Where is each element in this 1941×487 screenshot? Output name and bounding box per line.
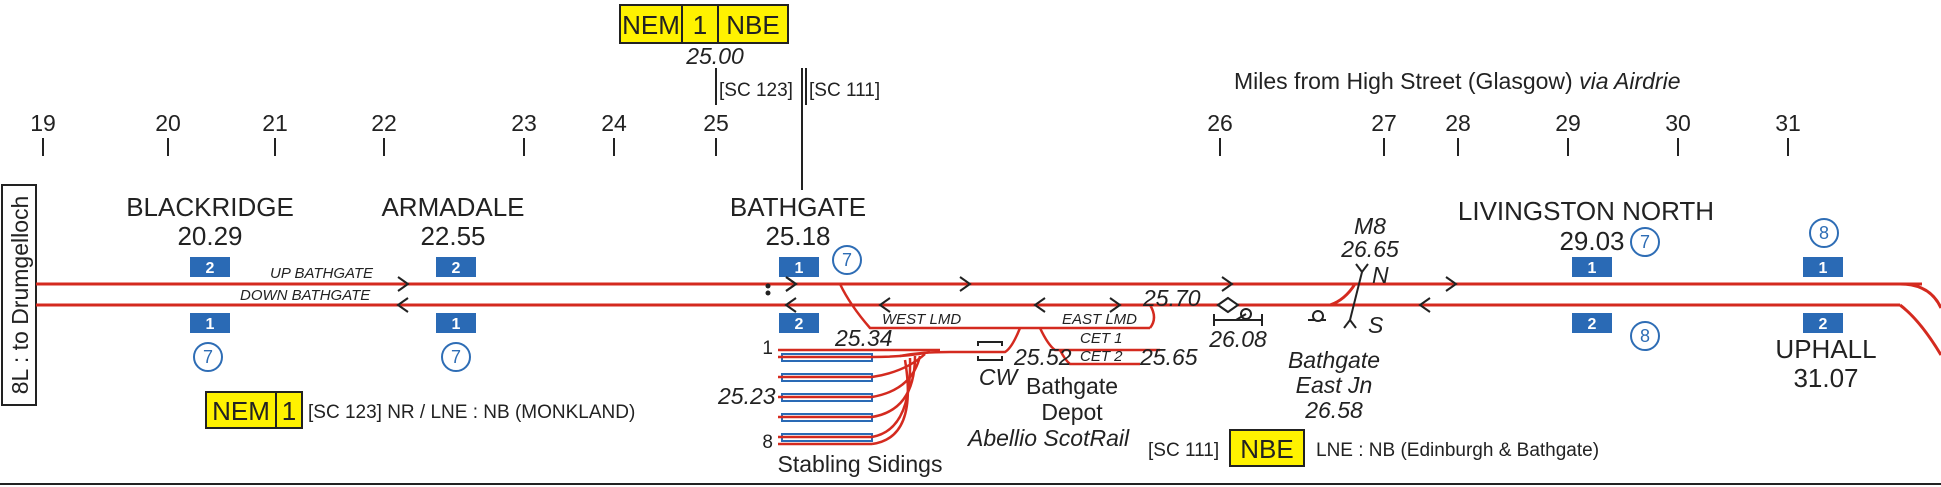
platform-number: 2 xyxy=(206,260,215,277)
platform-number: 2 xyxy=(1819,316,1828,333)
milepost-22: 22 xyxy=(371,110,397,136)
boundary-ref-right: [SC 111] xyxy=(809,80,880,101)
mileage-25-70: 25.70 xyxy=(1142,285,1201,311)
station-blackridge: BLACKRIDGE 20.29 2 1 7 xyxy=(126,192,294,372)
platform-number: 1 xyxy=(1588,260,1597,277)
station-mileage: 25.18 xyxy=(765,221,830,251)
west-lmd-label: WEST LMD xyxy=(882,311,961,328)
milepost-27: 27 xyxy=(1371,110,1397,136)
junction-name-line1: Bathgate xyxy=(1288,347,1380,373)
siding-number-last: 8 xyxy=(762,432,773,453)
milepost-21: 21 xyxy=(262,110,288,136)
carriage-wash-label: CW xyxy=(979,364,1020,390)
m8-mileage: 26.65 xyxy=(1340,236,1399,262)
mileage-25-52: 25.52 xyxy=(1013,344,1072,370)
legend-west: NEM 1 [SC 123] NR / LNE : NB (MONKLAND) xyxy=(205,391,635,429)
legend-west-text: [SC 123] NR / LNE : NB (MONKLAND) xyxy=(308,402,635,423)
running-lines xyxy=(36,282,1941,356)
m8-label: M8 xyxy=(1354,213,1386,239)
platform-number: 1 xyxy=(452,316,461,333)
stabling-sidings-label: Stabling Sidings xyxy=(778,451,943,477)
operator-label: Abellio ScotRail xyxy=(966,425,1130,451)
station-mileage: 31.07 xyxy=(1793,363,1858,393)
legend-box-nbe: NBE xyxy=(1240,434,1293,464)
legend-east-ref: [SC 111] xyxy=(1148,440,1219,461)
station-bathgate: BATHGATE 25.18 1 2 7 xyxy=(730,192,866,333)
line-label-up: UP BATHGATE xyxy=(270,265,374,282)
depot-word: Depot xyxy=(1041,399,1103,425)
platform-number: 1 xyxy=(795,260,804,277)
legend-box-nem: NEM xyxy=(212,396,270,426)
car-length: 7 xyxy=(203,347,213,367)
milepost-31: 31 xyxy=(1775,110,1801,136)
milepost-28: 28 xyxy=(1445,110,1471,136)
milepost-30: 30 xyxy=(1665,110,1691,136)
platform-number: 2 xyxy=(452,260,461,277)
platform-number: 2 xyxy=(795,316,804,333)
milepost-20: 20 xyxy=(155,110,181,136)
station-mileage: 29.03 xyxy=(1559,226,1624,256)
station-mileage: 20.29 xyxy=(177,221,242,251)
station-armadale: ARMADALE 22.55 2 1 7 xyxy=(381,192,525,372)
junction-name-line2: East Jn xyxy=(1296,372,1373,398)
car-length: 7 xyxy=(451,347,461,367)
cet1-label: CET 1 xyxy=(1080,330,1123,347)
line-label-down: DOWN BATHGATE xyxy=(240,287,371,304)
milepost-header: Miles from High Street (Glasgow) via Air… xyxy=(1234,68,1681,94)
station-livingston-north: LIVINGSTON NORTH 29.03 7 1 2 8 xyxy=(1458,196,1714,351)
mileage-25-23: 25.23 xyxy=(717,383,776,409)
station-name: BATHGATE xyxy=(730,192,866,222)
platform-number: 1 xyxy=(1819,260,1828,277)
depot-name: Bathgate xyxy=(1026,373,1118,399)
elr-box-nbe: NBE xyxy=(726,10,779,40)
crossover-26-08 xyxy=(1213,296,1263,326)
left-edge-label: 8L : to Drumgelloch xyxy=(1,184,37,406)
car-length: 7 xyxy=(1640,232,1650,252)
junction-mileage: 26.58 xyxy=(1304,397,1363,423)
milepost-24: 24 xyxy=(601,110,627,136)
car-length: 7 xyxy=(842,250,852,270)
car-length: 8 xyxy=(1640,326,1650,346)
mileage-25-34: 25.34 xyxy=(834,325,893,351)
station-name: UPHALL xyxy=(1775,334,1876,364)
station-name: ARMADALE xyxy=(381,192,524,222)
milepost-labels: 19 20 21 22 23 24 25 26 27 28 29 30 31 xyxy=(30,110,1801,136)
bathgate-east-junction xyxy=(1268,263,1369,329)
legend-box-1: 1 xyxy=(282,396,296,426)
elr-box-1: 1 xyxy=(693,10,707,40)
mileage-25-65: 25.65 xyxy=(1139,344,1198,370)
direction-arrows xyxy=(396,276,1458,313)
boundary-label-top: NEM 1 NBE 25.00 [SC 123] [SC 111] xyxy=(619,4,880,190)
milepost-19: 19 xyxy=(30,110,56,136)
station-mileage: 22.55 xyxy=(420,221,485,251)
station-name: LIVINGSTON NORTH xyxy=(1458,196,1714,226)
platform-number: 2 xyxy=(1588,316,1597,333)
boundary-mileage: 25.00 xyxy=(685,43,744,69)
boundary-ref-left: [SC 123] xyxy=(719,80,793,101)
elr-box-nem: NEM xyxy=(622,10,680,40)
milepost-26: 26 xyxy=(1207,110,1233,136)
mileposts xyxy=(42,138,1789,156)
car-length: 8 xyxy=(1819,223,1829,243)
milepost-25: 25 xyxy=(703,110,729,136)
east-lmd-label: EAST LMD xyxy=(1062,311,1137,328)
cet2-label: CET 2 xyxy=(1080,348,1123,365)
station-uphall: 8 1 2 UPHALL 31.07 xyxy=(1775,218,1877,393)
jn-north-label: N xyxy=(1372,262,1389,288)
station-name: BLACKRIDGE xyxy=(126,192,294,222)
mileage-26-08: 26.08 xyxy=(1208,326,1267,352)
carriage-wash-symbol xyxy=(977,341,1003,361)
siding-number-first: 1 xyxy=(762,338,773,359)
legend-east: [SC 111] NBE LNE : NB (Edinburgh & Bathg… xyxy=(1148,429,1599,467)
jn-south-label: S xyxy=(1368,312,1384,338)
legend-east-text: LNE : NB (Edinburgh & Bathgate) xyxy=(1316,440,1599,461)
svg-text:8L : to Drumgelloch: 8L : to Drumgelloch xyxy=(7,196,33,395)
milepost-29: 29 xyxy=(1555,110,1581,136)
platform-number: 1 xyxy=(206,316,215,333)
depot-trackwork xyxy=(838,283,1160,366)
milepost-23: 23 xyxy=(511,110,537,136)
stabling-sidings: 1 8 Stabling Sidings xyxy=(762,338,942,477)
